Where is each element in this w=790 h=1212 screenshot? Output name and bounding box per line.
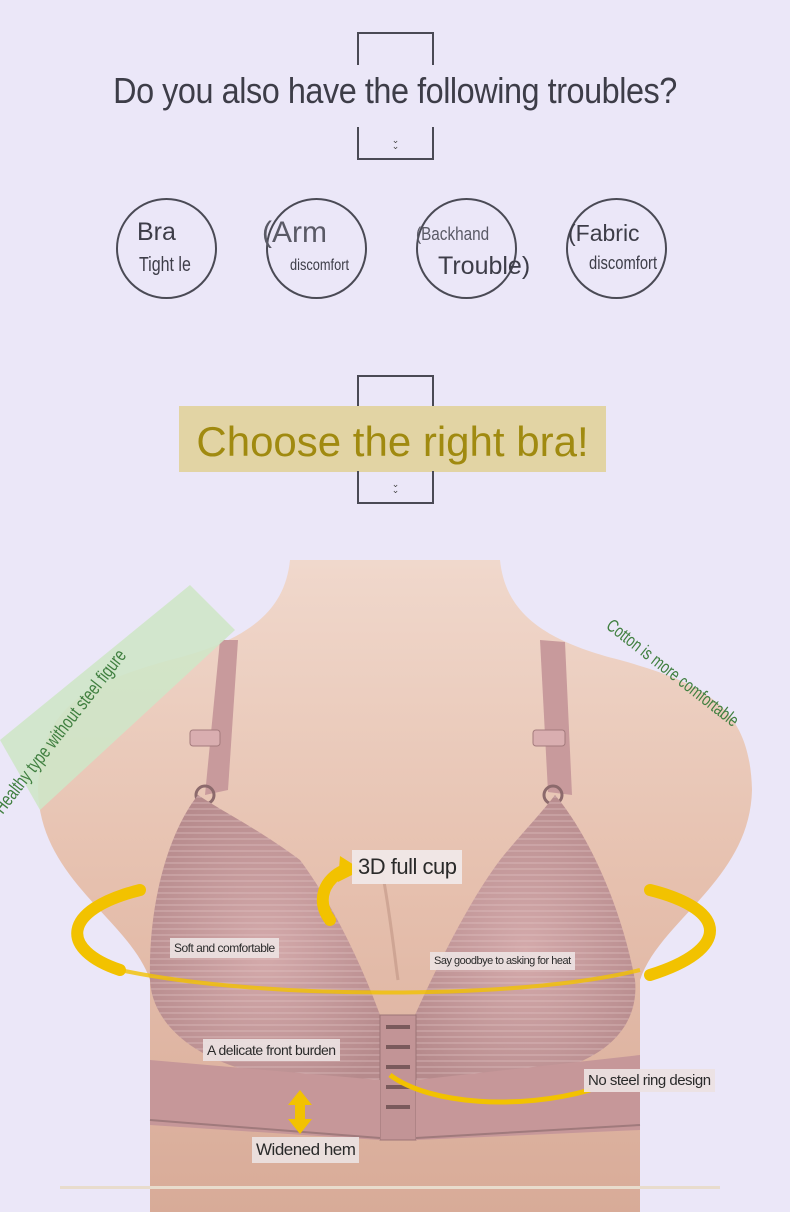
trouble-subtitle: discomfort: [589, 253, 658, 273]
chevron-down-icon: ⌄⌄: [391, 136, 400, 152]
banner-bracket-upper: [357, 375, 434, 408]
callout-heat: Say goodbye to asking for heat: [430, 952, 575, 970]
trouble-circle-fabric: (Fabric discomfort: [566, 198, 667, 299]
trouble-title: Bra: [137, 218, 176, 246]
choose-banner: Choose the right bra!: [179, 406, 606, 472]
callout-soft: Soft and comfortable: [170, 938, 279, 958]
chevron-down-icon: ⌄⌄: [391, 480, 400, 496]
top-bracket-upper: [357, 32, 434, 65]
trouble-title: (Fabric: [568, 220, 640, 246]
trouble-circle-bra: Bra Tight le: [116, 198, 217, 299]
trouble-circle-backhand: (Backhand Trouble): [416, 198, 530, 299]
banner-bracket-lower: ⌄⌄: [357, 471, 434, 504]
trouble-subtitle: discomfort: [290, 257, 350, 274]
callout-front: A delicate front burden: [203, 1039, 340, 1061]
trouble-subtitle: Tight le: [139, 254, 191, 276]
product-figure: Healthy type without steel figure Cotton…: [0, 560, 790, 1212]
trouble-subtitle: Trouble): [438, 252, 531, 280]
callout-steel: No steel ring design: [584, 1069, 715, 1092]
callout-hem: Widened hem: [252, 1137, 360, 1163]
troubles-question: Do you also have the following troubles?: [113, 70, 677, 111]
trouble-circle-arm: (Arm discomfort: [262, 198, 367, 299]
top-bracket-lower: ⌄⌄: [357, 127, 434, 160]
trouble-title: (Backhand: [416, 224, 490, 244]
banner-title: Choose the right bra!: [196, 418, 589, 465]
callout-full-cup: 3D full cup: [352, 850, 463, 884]
trouble-title: (Arm: [262, 216, 327, 249]
